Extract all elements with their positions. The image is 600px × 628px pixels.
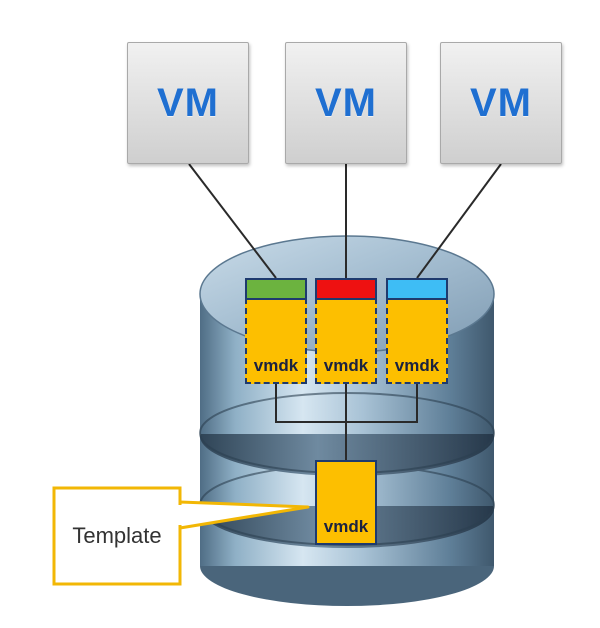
vmdk-label: vmdk	[394, 356, 440, 375]
delta-disk-3[interactable]: vmdk	[386, 278, 448, 384]
delta-disk-1[interactable]: vmdk	[245, 278, 307, 384]
vm-box-1[interactable]: VM	[127, 42, 249, 164]
delta-disk-header	[315, 278, 377, 300]
delta-disk-header	[386, 278, 448, 300]
delta-disk-2[interactable]: vmdk	[315, 278, 377, 384]
vm-label: VM	[157, 80, 219, 125]
vmdk-label: vmdk	[323, 517, 369, 536]
vm-box-3[interactable]: VM	[440, 42, 562, 164]
vm-box-2[interactable]: VM	[285, 42, 407, 164]
vm-label: VM	[315, 80, 377, 125]
vm1-connector	[188, 163, 277, 279]
template-base-disk[interactable]: vmdk	[315, 460, 377, 545]
template-callout-box	[52, 486, 182, 586]
vmdk-label: vmdk	[253, 356, 299, 375]
template-label-text: Template	[72, 523, 162, 548]
vm3-connector	[416, 163, 502, 279]
vmdk-label: vmdk	[323, 356, 369, 375]
template-callout-label: Template	[54, 488, 180, 584]
vm-label: VM	[470, 80, 532, 125]
delta-disk-header	[245, 278, 307, 300]
